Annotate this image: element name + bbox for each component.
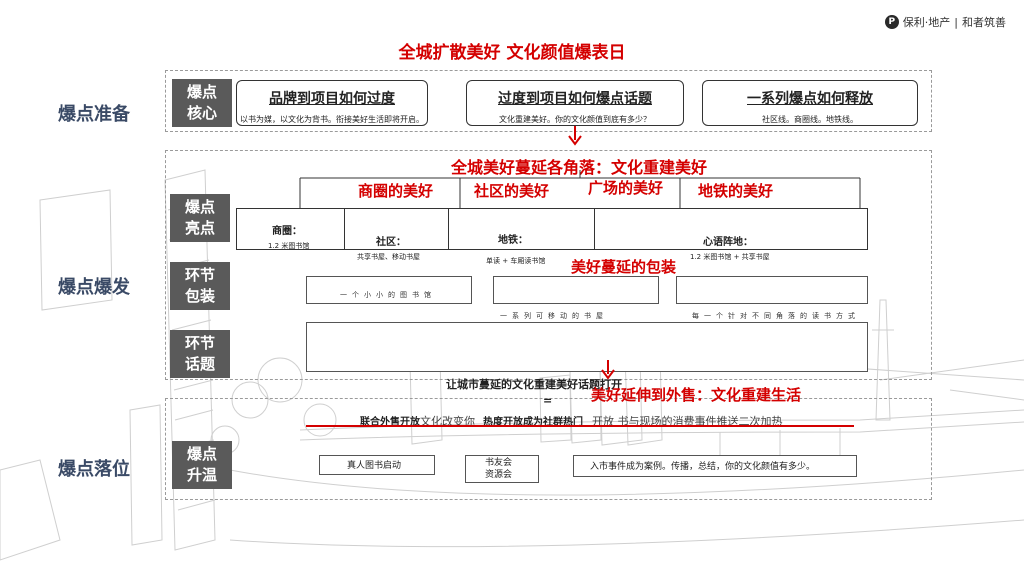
venue-sub: 1.2 米图书馆 + 共享书屋 [690,253,770,261]
spread-item-metro: 地铁的美好 [698,182,774,200]
prepare-frame [165,70,932,132]
spread-item-community: 社区的美好 [474,182,550,200]
heat-box-1 [319,455,435,475]
core-box-release: 一系列爆点如何释放 社区线。商圈线。地铁线。 [702,80,918,126]
tag-core: 爆点 核心 [172,79,232,127]
venue-sub: 1.2 米图书馆 [268,242,310,250]
logo-brand: 保利·地产 [902,16,951,29]
tag-highlight: 爆点 亮点 [170,194,230,242]
heat-box-3 [573,455,857,477]
logo-divider: | [954,15,958,29]
core-box-title: 一系列爆点如何释放 [747,91,873,107]
extend-title: 美好延伸到外售：文化重建生活 [591,386,802,404]
tag-heat: 爆点 升温 [172,441,232,489]
venue-cell-heart [594,208,868,250]
pack-box-2 [493,276,659,304]
heat-box-2 [465,455,539,483]
brand-logo: P 保利·地产 | 和者筑善 [884,14,1006,30]
stage-burst: 爆点爆发 [58,277,130,298]
pack-box-3 [676,276,868,304]
spread-item-square: 广场的美好 [588,179,664,197]
topic-equals: = [543,394,553,407]
venue-sub: 共享书屋、移动书屋 [357,253,420,261]
land-popular: 热度开放成为社群热门 [483,417,583,428]
core-box-brand: 品牌到项目如何过度 以书为媒，以文化为背书。衔接美好生活即将开启。 [236,80,428,126]
venue-label: 社区： [376,237,406,248]
core-box-title: 过度到项目如何爆点话题 [498,91,652,107]
venue-cell-metro [448,208,596,250]
tag-topic: 环节 话题 [170,330,230,378]
stage-prepare: 爆点准备 [58,104,130,125]
core-box-title: 品牌到项目如何过度 [269,91,395,107]
core-box-topic: 过度到项目如何爆点话题 文化重建美好。你的文化颜值到底有多少？ [466,80,684,126]
topic-line: 让城市蔓延的文化重建美好话题打开 [446,378,622,391]
venue-label: 地铁： [498,235,528,246]
land-market: 开放 书与现场的消费事件推送二次加热 [592,415,783,428]
logo-sub: 和者筑善 [962,16,1006,29]
core-box-sub: 文化重建美好。你的文化颜值到底有多少？ [499,115,651,124]
land-change: 文化改变你 [420,415,475,428]
tag-pack: 环节 包装 [170,262,230,310]
burst-frame [165,150,932,380]
spread-title: 全城美好蔓延各角落：文化重建美好 [451,158,708,177]
topic-box [306,322,868,372]
venue-cell-business [236,208,346,250]
pack-item: 一系列可移动的书屋 [500,312,608,320]
stage-land: 爆点落位 [58,459,130,480]
core-box-sub: 社区线。商圈线。地铁线。 [762,115,858,124]
venue-sub: 单读 + 车厢读书馆 [486,257,546,265]
tree-connector [299,170,861,208]
arrow-down-icon [601,360,615,380]
pack-title: 美好蔓延的包装 [571,258,677,276]
red-timeline [306,425,854,427]
pack-box-1 [306,276,472,304]
arrow-down-icon [568,126,582,146]
heat-item: 入市事件成为案例。传播，总结，你的文化颜值有多少。 [590,462,816,472]
pack-item: 一个小小的图书馆 [340,291,436,299]
page-title: 全城扩散美好 文化颜值爆表日 [398,43,626,63]
land-open: 联合外售开放 [360,417,420,428]
venue-label: 心语阵地： [703,237,753,248]
heat-item: 书友会 资源会 [485,458,513,480]
pack-item: 每一个针对不同角落的读书方式 [692,312,860,320]
spread-item-business: 商圈的美好 [358,182,434,200]
heat-item: 真人图书启动 [347,461,402,471]
logo-mark-icon: P [884,15,899,29]
venue-label: 商圈： [272,226,302,237]
core-box-sub: 以书为媒，以文化为背书。衔接美好生活即将开启。 [240,115,424,124]
land-frame [165,398,932,500]
